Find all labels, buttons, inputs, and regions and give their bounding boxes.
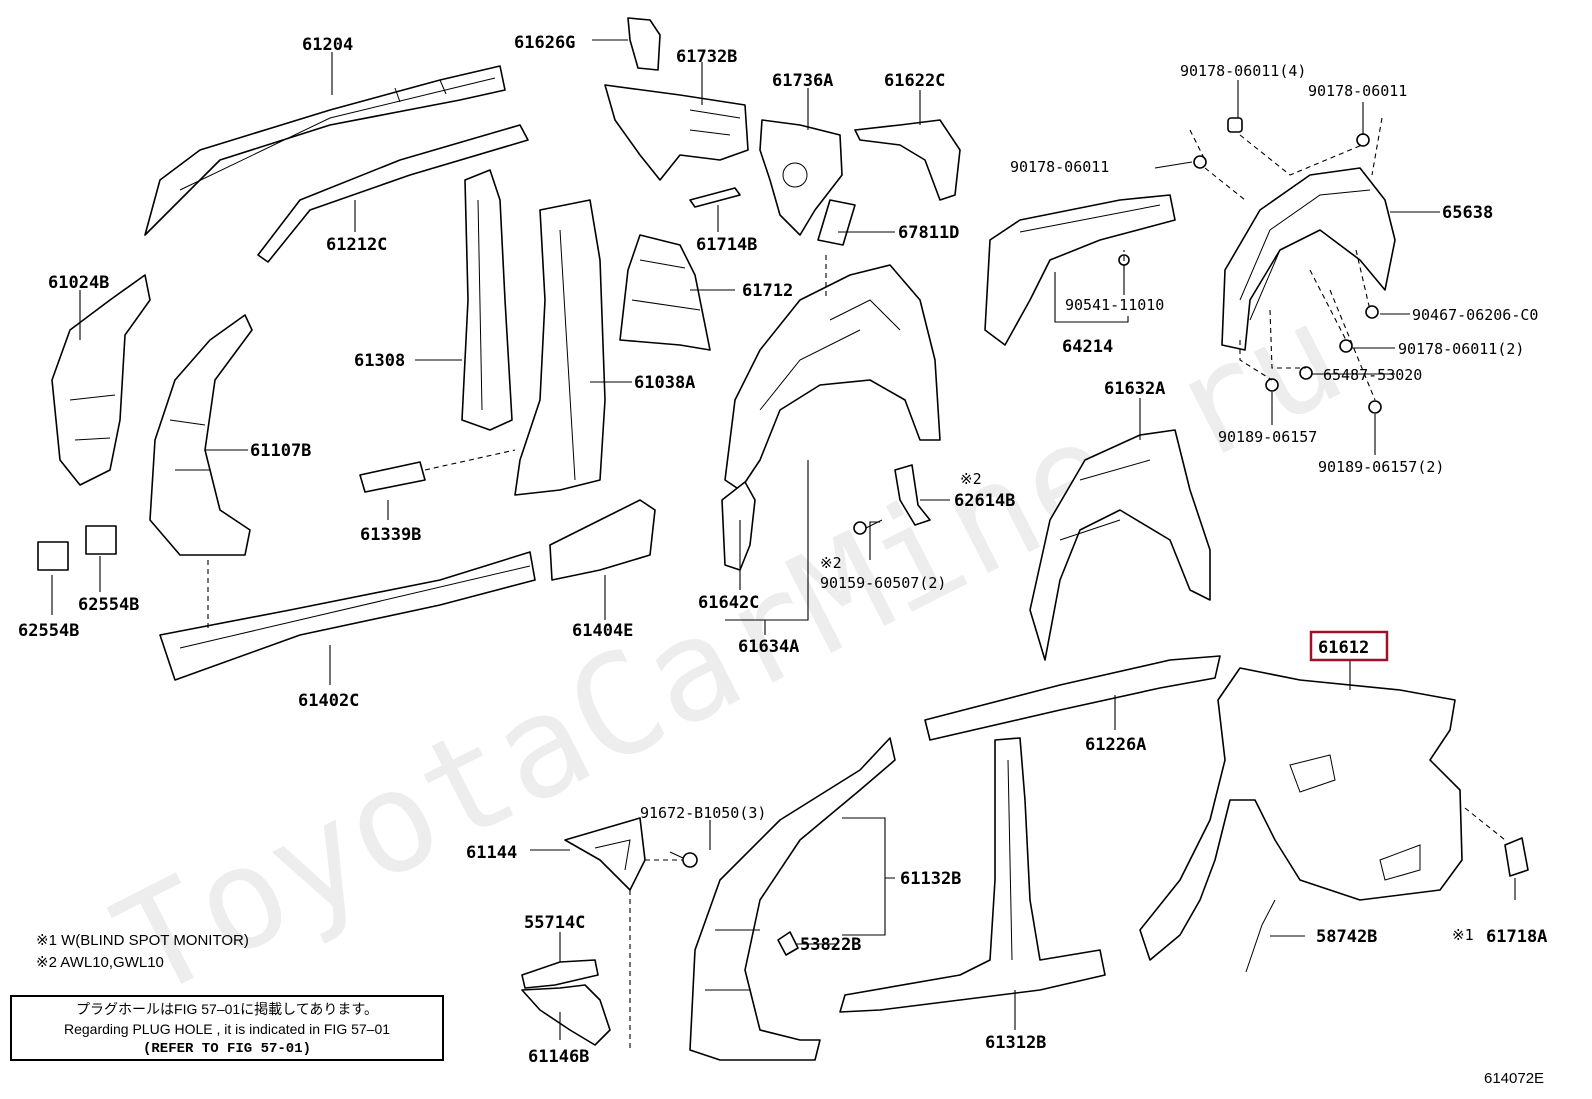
part-61712-shape xyxy=(619,234,711,351)
footnote-1: ※1 W(BLIND SPOT MONITOR) xyxy=(36,932,249,949)
part-61308-shape xyxy=(461,169,513,431)
label-61732b: 61732B xyxy=(676,47,737,67)
reference-box: プラグホールはFIG 57–01に掲載してあります。 Regarding PLU… xyxy=(10,995,444,1061)
part-61212c-shape xyxy=(257,124,529,263)
label-90189-06157: 90189-06157 xyxy=(1218,428,1317,446)
part-61024b-shape xyxy=(51,274,151,486)
part-61339b-shape xyxy=(359,461,426,493)
bolt-90159-shape xyxy=(853,519,883,535)
part-61642c-shape xyxy=(721,481,756,571)
label-90178-06011-left: 90178-06011 xyxy=(1010,158,1109,176)
label-61107b: 61107B xyxy=(250,441,311,461)
part-61038a-shape xyxy=(514,199,606,496)
part-58742b-shape xyxy=(1245,899,1276,973)
label-67811d: 67811D xyxy=(898,223,959,243)
part-61736a-shape xyxy=(759,119,843,236)
part-61204-shape xyxy=(144,65,506,236)
part-61732b-shape xyxy=(604,84,749,181)
clip-shapes xyxy=(1118,117,1382,414)
mark-note1: ※1 xyxy=(1452,926,1474,944)
label-91672-b1050-3: 91672-B1050(3) xyxy=(640,804,766,822)
part-61404e-shape xyxy=(549,499,656,581)
footnotes: ※1 W(BLIND SPOT MONITOR) ※2 AWL10,GWL10 xyxy=(36,930,249,974)
part-61632a-shape xyxy=(1029,429,1211,661)
label-61144: 61144 xyxy=(466,843,517,863)
label-90178-06011-right: 90178-06011 xyxy=(1308,82,1407,100)
part-61402c-shape xyxy=(159,551,536,681)
label-61736a: 61736A xyxy=(772,71,833,91)
label-61626g: 61626G xyxy=(514,33,575,53)
label-65487-53020: 65487-53020 xyxy=(1323,366,1422,384)
part-61132b-shape xyxy=(689,737,896,1061)
label-61714b: 61714B xyxy=(696,235,757,255)
part-61626g-shape xyxy=(627,17,661,71)
part-61612-shape xyxy=(1139,667,1463,961)
label-65638: 65638 xyxy=(1442,203,1493,223)
label-55714c: 55714C xyxy=(524,913,585,933)
label-90178-06011-2: 90178-06011(2) xyxy=(1398,340,1524,358)
label-61132b: 61132B xyxy=(900,869,961,889)
part-64214-shape xyxy=(984,194,1176,346)
figure-number: 614072E xyxy=(1484,1070,1545,1087)
part-62554b-b-shape xyxy=(85,525,117,555)
mark-note2-b: ※2 xyxy=(820,554,842,572)
label-61632a: 61632A xyxy=(1104,379,1165,399)
part-61718a-shape xyxy=(1504,837,1529,877)
part-62614b-shape xyxy=(894,464,931,526)
part-65638-shape xyxy=(1221,167,1396,351)
label-61312b: 61312B xyxy=(985,1033,1046,1053)
reference-line-refer: (REFER TO FIG 57-01) xyxy=(142,1041,312,1057)
label-61038a: 61038A xyxy=(634,373,695,393)
part-61226a-shape xyxy=(924,655,1221,741)
label-61634a: 61634A xyxy=(738,637,799,657)
label-61612: 61612 xyxy=(1318,638,1369,658)
label-61146b: 61146B xyxy=(528,1047,589,1067)
highlight-box-61612 xyxy=(1309,630,1389,662)
part-55714c-shape xyxy=(521,959,599,989)
label-61204: 61204 xyxy=(302,35,353,55)
part-61107b-shape xyxy=(149,314,253,556)
part-61312b-shape xyxy=(839,737,1106,1013)
label-61642c: 61642C xyxy=(698,593,759,613)
label-90178-06011-4: 90178-06011(4) xyxy=(1180,62,1306,80)
label-61622c: 61622C xyxy=(884,71,945,91)
bolt-91672-shape xyxy=(669,851,698,868)
part-61714b-shape xyxy=(689,187,741,208)
dashed-lines xyxy=(207,117,1506,1050)
part-61634a-shape xyxy=(724,264,941,491)
label-90159-60507-2: 90159-60507(2) xyxy=(820,574,946,592)
label-61226a: 61226A xyxy=(1085,735,1146,755)
label-61402c: 61402C xyxy=(298,691,359,711)
leader-lines xyxy=(51,39,1516,1040)
label-61308: 61308 xyxy=(354,351,405,371)
label-62554b-b: 62554B xyxy=(18,621,79,641)
label-64214: 64214 xyxy=(1062,337,1113,357)
reference-line-jp: プラグホールはFIG 57–01に掲載してあります。 xyxy=(76,1001,378,1017)
label-53822b: 53822B xyxy=(800,935,861,955)
part-53822b-shape xyxy=(777,931,799,956)
label-61718a: 61718A xyxy=(1486,927,1547,947)
label-90467-06206-c0: 90467-06206-C0 xyxy=(1412,306,1538,324)
reference-line-en: Regarding PLUG HOLE , it is indicated in… xyxy=(63,1021,391,1037)
label-61404e: 61404E xyxy=(572,621,633,641)
label-61339b: 61339B xyxy=(360,525,421,545)
part-61622c-shape xyxy=(854,119,961,201)
label-62554b-a: 62554B xyxy=(78,595,139,615)
footnote-2: ※2 AWL10,GWL10 xyxy=(36,954,164,971)
label-61712: 61712 xyxy=(742,281,793,301)
part-labels: 61204 61626G 61732B 61736A 61622C 90178-… xyxy=(18,33,1547,1067)
label-90541-11010: 90541-11010 xyxy=(1065,296,1164,314)
part-62554b-a-shape xyxy=(37,541,69,571)
label-58742b: 58742B xyxy=(1316,927,1377,947)
label-62614b: 62614B xyxy=(954,491,1015,511)
label-90189-06157-2: 90189-06157(2) xyxy=(1318,458,1444,476)
part-61144-shape xyxy=(564,817,646,891)
label-61024b: 61024B xyxy=(48,273,109,293)
label-61212c: 61212C xyxy=(326,235,387,255)
mark-note2-a: ※2 xyxy=(960,470,982,488)
part-67811d-shape xyxy=(817,199,856,246)
part-61146b-shape xyxy=(521,984,611,1046)
